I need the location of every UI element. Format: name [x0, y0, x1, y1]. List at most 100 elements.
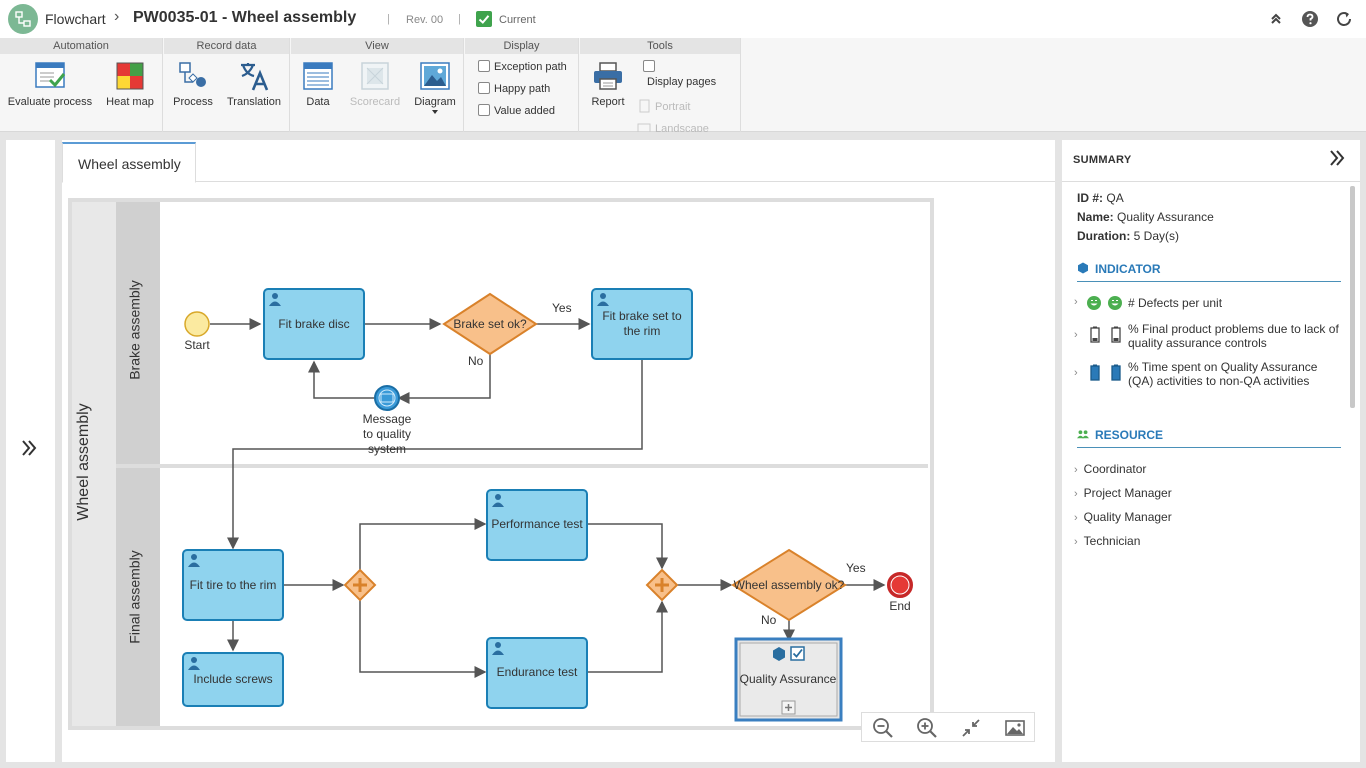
status-badge: Current — [499, 14, 536, 26]
exception-path-checkbox[interactable]: Exception path — [478, 60, 567, 73]
resource-item[interactable]: ›Technician — [1074, 534, 1140, 548]
printer-icon — [592, 60, 624, 92]
indicator-item[interactable]: › % Final product problems due to lack o… — [1074, 321, 1344, 351]
summary-duration: Duration: 5 Day(s) — [1077, 229, 1179, 243]
indicator-item[interactable]: › % Time spent on Quality Assurance (QA)… — [1074, 359, 1344, 389]
resource-item[interactable]: ›Project Manager — [1074, 486, 1172, 500]
group-title: View — [291, 38, 463, 54]
display-pages-checkbox[interactable]: Display pages — [643, 60, 723, 88]
collapse-panel-icon[interactable] — [1328, 148, 1346, 174]
happy-path-checkbox[interactable]: Happy path — [478, 82, 550, 95]
message-event[interactable]: Message to quality system — [363, 385, 412, 456]
checklist-icon — [790, 646, 805, 661]
edge-label-yes: Yes — [552, 301, 572, 315]
zoom-out-icon[interactable] — [872, 717, 894, 739]
gateway-brake-set-ok[interactable]: Brake set ok? — [442, 292, 538, 356]
task-label: Include screws — [193, 672, 272, 686]
indicator-section-header[interactable]: INDICATOR — [1077, 262, 1341, 282]
fit-to-screen-icon[interactable] — [960, 717, 982, 739]
ribbon-toolbar: Automation Evaluate process Heat — [0, 38, 1366, 132]
connector — [587, 523, 668, 570]
data-label: Data — [306, 96, 330, 108]
zoom-toolbar — [861, 712, 1035, 742]
resource-title: RESOURCE — [1095, 428, 1164, 442]
summary-name: Name: Quality Assurance — [1077, 210, 1214, 224]
field-value: QA — [1106, 191, 1124, 205]
translation-button[interactable]: Translation — [224, 60, 284, 108]
checkbox-box[interactable] — [643, 60, 655, 72]
value-added-checkbox[interactable]: Value added — [478, 104, 555, 117]
lane-divider — [116, 464, 928, 468]
expand-subprocess-icon[interactable] — [781, 700, 796, 715]
report-button[interactable]: Report — [588, 60, 628, 108]
ribbon-group-record-data: Record data Process Translation — [164, 38, 290, 132]
parallel-gateway-join[interactable] — [645, 568, 679, 602]
user-task-icon — [492, 642, 504, 655]
breadcrumb-app[interactable]: Flowchart — [45, 11, 106, 27]
data-icon — [302, 60, 334, 92]
chevron-right-icon: › — [1074, 488, 1078, 500]
resource-item[interactable]: ›Coordinator — [1074, 462, 1146, 476]
parallel-gateway-split[interactable] — [343, 568, 377, 602]
resource-people-icon — [1077, 430, 1089, 439]
help-icon[interactable] — [1301, 10, 1319, 28]
value-added-label: Value added — [494, 105, 555, 117]
task-label: Fit brake disc — [278, 317, 349, 331]
checkbox-box[interactable] — [478, 104, 490, 116]
group-title: Automation — [0, 38, 162, 54]
end-event[interactable]: End — [887, 572, 913, 613]
tab-bar — [62, 140, 1055, 182]
heat-map-button[interactable]: Heat map — [102, 60, 158, 108]
indicator-hex-icon — [1078, 262, 1088, 274]
edge-label-no: No — [468, 354, 484, 368]
translation-label: Translation — [226, 96, 281, 108]
export-image-icon[interactable] — [1004, 717, 1026, 739]
diagram-canvas[interactable]: Wheel assembly Wheel assembly Brake asse… — [62, 140, 1055, 762]
start-event[interactable]: Start — [184, 311, 210, 352]
refresh-icon[interactable] — [1335, 10, 1353, 28]
lane-label: Final assembly — [127, 550, 143, 643]
collapse-ribbon-icon[interactable] — [1267, 10, 1285, 28]
evaluate-process-button[interactable]: Evaluate process — [6, 60, 94, 108]
task-fit-tire[interactable]: Fit tire to the rim — [182, 549, 284, 621]
landscape-icon — [637, 123, 651, 132]
dropdown-arrow-icon — [432, 110, 438, 114]
resource-section-header[interactable]: RESOURCE — [1077, 428, 1341, 448]
group-title: Display — [465, 38, 578, 54]
chevron-right-icon: › — [1074, 464, 1078, 476]
checkbox-box[interactable] — [478, 82, 490, 94]
indicator-text: # Defects per unit — [1128, 296, 1223, 310]
data-button[interactable]: Data — [297, 60, 339, 108]
subprocess-quality-assurance[interactable]: Quality Assurance — [734, 637, 843, 722]
resource-label: Technician — [1083, 534, 1141, 548]
connector — [308, 360, 374, 399]
user-task-icon — [188, 657, 200, 670]
task-fit-brake-disc[interactable]: Fit brake disc — [263, 288, 365, 360]
indicator-title: INDICATOR — [1095, 262, 1161, 276]
task-performance-test[interactable]: Performance test — [486, 489, 588, 561]
task-include-screws[interactable]: Include screws — [182, 652, 284, 707]
scrollbar[interactable] — [1350, 186, 1355, 408]
tab-wheel-assembly[interactable]: Wheel assembly — [62, 142, 196, 183]
edge-label-no: No — [761, 613, 777, 627]
process-button[interactable]: Process — [170, 60, 216, 108]
gateway-wheel-assembly-ok[interactable]: Wheel assembly ok? — [731, 548, 847, 622]
indicator-item[interactable]: › # Defects per unit — [1074, 296, 1344, 316]
connector — [397, 354, 491, 404]
diagram-button[interactable]: Diagram — [411, 60, 459, 114]
heat-map-label: Heat map — [106, 96, 154, 108]
evaluate-process-label: Evaluate process — [7, 96, 93, 108]
left-side-panel — [6, 140, 55, 762]
resource-item[interactable]: ›Quality Manager — [1074, 510, 1172, 524]
checkbox-box[interactable] — [478, 60, 490, 72]
gateway-label: Brake set ok? — [453, 317, 527, 331]
task-endurance-test[interactable]: Endurance test — [486, 637, 588, 709]
summary-title: SUMMARY — [1073, 154, 1132, 166]
zoom-in-icon[interactable] — [916, 717, 938, 739]
scorecard-button: Scorecard — [347, 60, 403, 108]
revision-label: Rev. 00 — [406, 14, 444, 26]
task-fit-brake-set[interactable]: Fit brake set to the rim — [591, 288, 693, 360]
message-label: Message — [363, 412, 412, 426]
expand-panel-icon[interactable] — [20, 438, 38, 464]
scorecard-icon — [359, 60, 391, 92]
